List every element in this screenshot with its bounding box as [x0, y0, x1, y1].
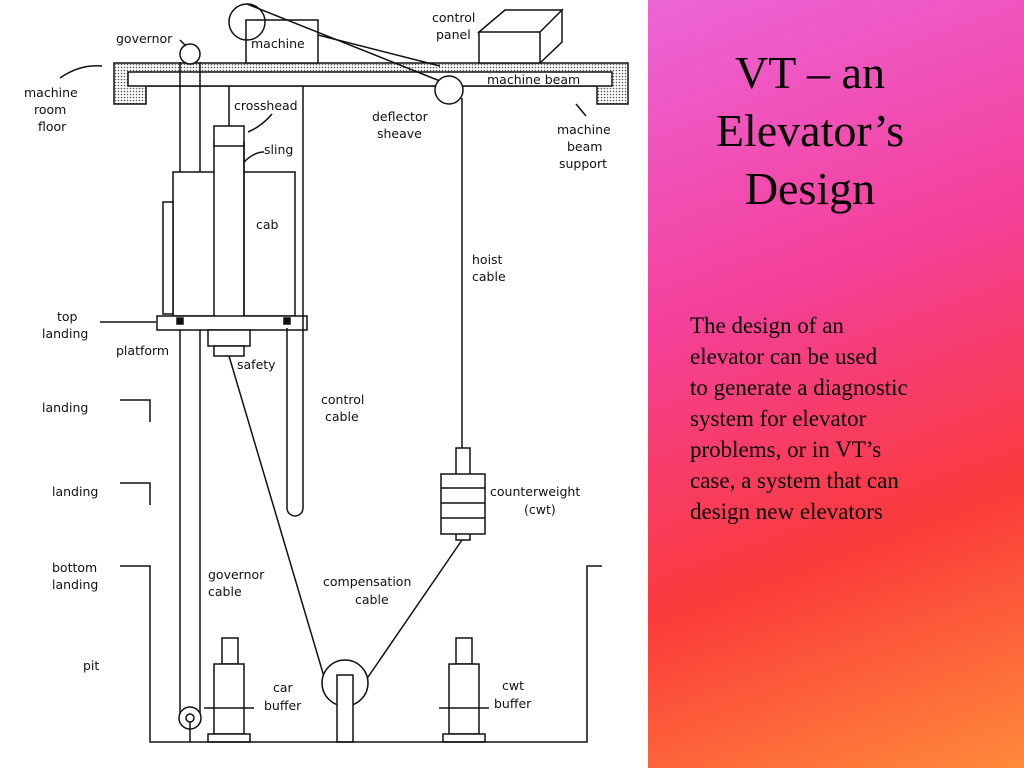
- label-control-cable-2: cable: [325, 409, 359, 424]
- leader-machine-room-floor: [59, 65, 103, 79]
- label-compensation-cable-2: cable: [355, 592, 389, 607]
- label-landing-1: landing: [42, 400, 88, 415]
- label-bottom-landing-2: landing: [52, 577, 98, 592]
- label-control-cable-1: control: [321, 392, 364, 407]
- car-guide-rail: [162, 201, 174, 315]
- diagram-labels: governor machine control panel machine r…: [24, 10, 611, 713]
- landing-bracket-2: [120, 482, 151, 505]
- label-machine-beam-support-1: machine: [557, 122, 611, 137]
- slide-body-line-2: elevator can be used: [690, 344, 878, 369]
- landing-bracket-1: [120, 399, 151, 422]
- cwt-buffer-top: [455, 637, 473, 665]
- slide-body-line-1: The design of an: [690, 313, 844, 338]
- slide-body-line-3: to generate a diagnostic: [690, 375, 908, 400]
- pit-outline: [120, 565, 602, 743]
- label-hoist-cable-1: hoist: [472, 252, 503, 267]
- label-counterweight-1: counterweight: [490, 484, 580, 499]
- slide-title-line-3: Design: [744, 163, 876, 214]
- deflector-sheave-wheel: [434, 75, 464, 105]
- label-control-panel-1: control: [432, 10, 475, 25]
- slide-title-line-2: Elevator’s: [715, 105, 905, 156]
- machine-beam: [127, 71, 613, 87]
- label-compensation-cable-1: compensation: [323, 574, 411, 589]
- governor-wheel: [179, 43, 201, 65]
- label-control-panel-2: panel: [436, 27, 471, 42]
- slide-body-line-5: problems, or in VT’s: [690, 437, 882, 462]
- label-machine-beam: machine beam: [487, 72, 580, 87]
- label-machine-room-floor-1: machine: [24, 85, 78, 100]
- slide-title: VT – an Elevator’s Design: [660, 44, 960, 218]
- elevator-diagram: governor machine control panel machine r…: [24, 3, 629, 743]
- platform-left-pin: [176, 317, 184, 325]
- label-machine-beam-support-2: beam: [567, 139, 602, 154]
- leader-governor: [179, 39, 187, 47]
- sling-left-upright: [213, 141, 245, 333]
- control-panel-box: [476, 8, 564, 64]
- label-crosshead: crosshead: [234, 98, 298, 113]
- label-car-buffer-2: buffer: [264, 698, 302, 713]
- label-deflector-sheave-1: deflector: [372, 109, 429, 124]
- slide-title-line-1: VT – an: [735, 47, 885, 98]
- car-buffer-top: [221, 637, 239, 665]
- elevator-diagram-svg: governor machine control panel machine r…: [24, 3, 629, 743]
- cwt-buffer-body: [448, 663, 480, 735]
- car-buffer-base: [207, 733, 251, 743]
- label-cab: cab: [256, 217, 279, 232]
- label-cwt-buffer-2: buffer: [494, 696, 532, 711]
- crosshead: [213, 125, 245, 147]
- platform-right-pin: [283, 317, 291, 325]
- label-governor-cable-2: cable: [208, 584, 242, 599]
- hoist-cable-top: [246, 3, 446, 84]
- label-sling: sling: [264, 142, 293, 157]
- counterweight-stack: [440, 473, 486, 535]
- label-governor-cable-1: governor: [208, 567, 265, 582]
- label-landing-2: landing: [52, 484, 98, 499]
- slide-body-line-6: case, a system that can: [690, 468, 899, 493]
- compensation-cable-right: [365, 539, 463, 681]
- slide-body-line-4: system for elevator: [690, 406, 867, 431]
- slide-body-text: The design of an elevator can be used to…: [690, 310, 1010, 527]
- label-safety: safety: [237, 357, 276, 372]
- safety-block: [207, 329, 251, 347]
- label-top-landing-1: top: [57, 309, 78, 324]
- leader-machine-beam-support: [575, 103, 587, 117]
- leader-sling: [243, 151, 265, 163]
- label-bottom-landing-1: bottom: [52, 560, 97, 575]
- hoist-cable-machine: [317, 34, 441, 67]
- compensation-sheave-stand: [336, 674, 354, 743]
- cwt-buffer-base: [442, 733, 486, 743]
- label-top-landing-2: landing: [42, 326, 88, 341]
- label-hoist-cable-2: cable: [472, 269, 506, 284]
- slide-body-line-7: design new elevators: [690, 499, 883, 524]
- label-car-buffer-1: car: [273, 680, 294, 695]
- label-machine: machine: [251, 36, 305, 51]
- label-machine-room-floor-2: room: [34, 102, 66, 117]
- safety-block-lower: [213, 345, 245, 357]
- label-cwt-buffer-1: cwt: [502, 678, 524, 693]
- compensation-cable-left: [228, 355, 326, 681]
- label-platform: platform: [116, 343, 169, 358]
- control-cable: [286, 86, 304, 517]
- label-counterweight-2: (cwt): [524, 502, 556, 517]
- car-buffer-body: [213, 663, 245, 735]
- label-pit: pit: [83, 658, 99, 673]
- label-machine-beam-support-3: support: [559, 156, 607, 171]
- label-machine-room-floor-3: floor: [38, 119, 67, 134]
- leader-crosshead: [247, 113, 273, 133]
- label-governor: governor: [116, 31, 173, 46]
- label-deflector-sheave-2: sheave: [377, 126, 422, 141]
